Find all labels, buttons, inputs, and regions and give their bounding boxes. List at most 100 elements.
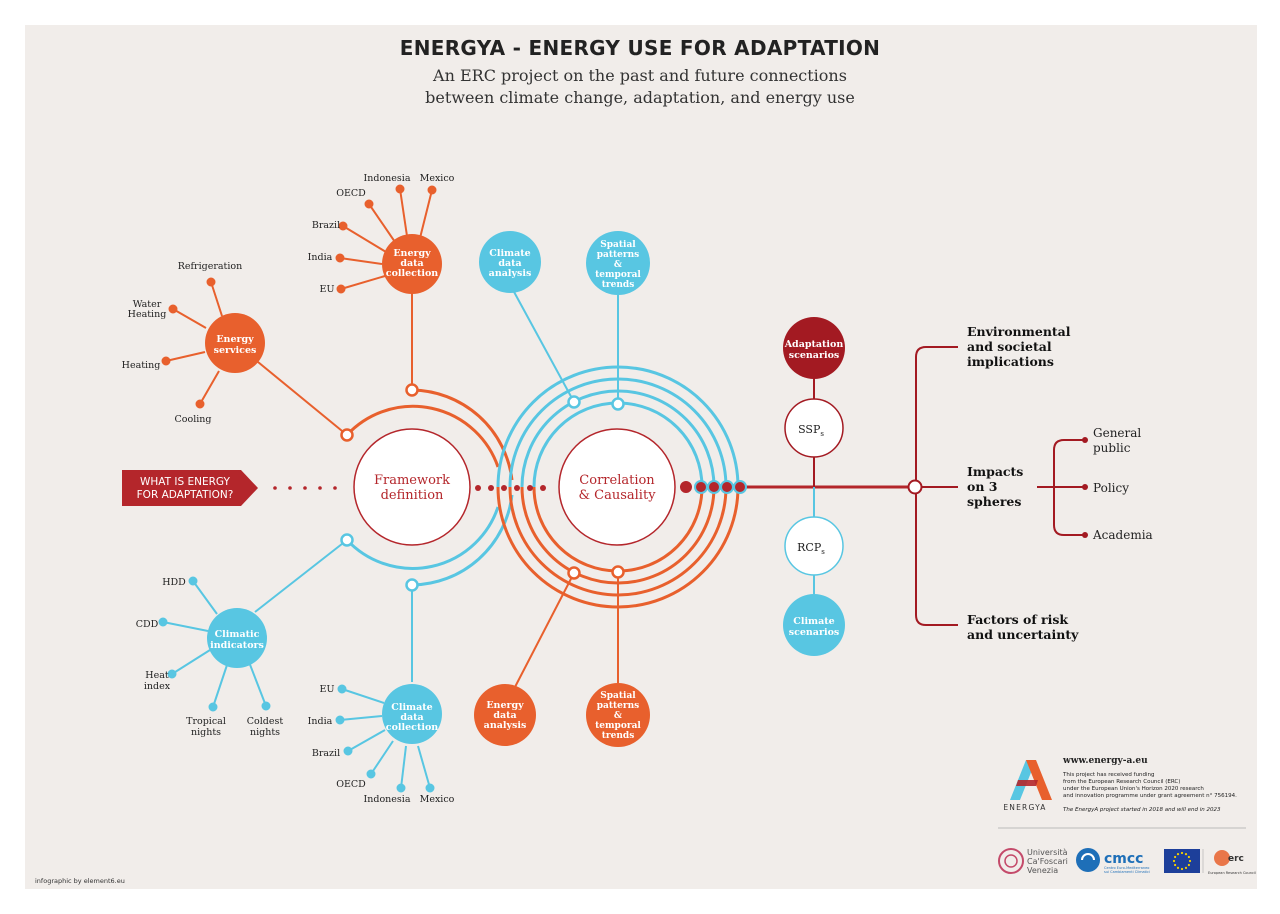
energy-data-analysis-node: Energy data analysis (474, 684, 536, 746)
framework-line-1: Framework (374, 473, 450, 488)
energy-data-spokes (335, 184, 437, 294)
svg-text:analysis: analysis (489, 268, 532, 279)
climate-data-collection-node: Climate data collection (382, 684, 442, 744)
svg-text:on 3: on 3 (967, 479, 997, 494)
country-label: EU (320, 284, 335, 295)
svg-text:sui Cambiamenti Climatici: sui Cambiamenti Climatici (1104, 870, 1150, 874)
svg-text:The EnergyA project started in: The EnergyA project started in 2018 and … (1063, 807, 1221, 813)
subtitle-line-1: An ERC project on the past and future co… (433, 66, 847, 85)
eu-star (1176, 866, 1180, 870)
funding-text: www.energy-a.eu This project has receive… (1062, 756, 1237, 813)
service-label: Water (133, 299, 162, 310)
indicator-label: HDD (162, 577, 186, 588)
ring-terminal-dots (680, 480, 747, 494)
climatic-indicators-items: HDD CDD Heat index Tropical nights Colde… (136, 577, 284, 738)
svg-text:analysis: analysis (484, 720, 527, 731)
outcome-factors: Factors of risk and uncertainty (967, 612, 1079, 642)
country-label: Mexico (420, 794, 455, 805)
spheres-list: General public Policy Academia (1092, 426, 1153, 542)
svg-text:collection: collection (386, 268, 439, 279)
indicator-label: Coldest (247, 716, 284, 727)
svg-text:Ca'Foscari: Ca'Foscari (1027, 857, 1068, 866)
svg-text:Climate: Climate (793, 616, 834, 627)
country-label: OECD (336, 188, 366, 199)
svg-text:Energy: Energy (393, 248, 431, 259)
outcome-environmental: Environmental and societal implications (967, 324, 1071, 369)
eu-star (1187, 863, 1190, 867)
svg-text:Environmental: Environmental (967, 324, 1071, 339)
infographic-credit: infographic by element6.eu (35, 877, 125, 885)
svg-text:Energy: Energy (486, 700, 524, 711)
correlation-line-1: Correlation (579, 473, 655, 488)
eu-star (1174, 855, 1177, 859)
svg-text:indicators: indicators (210, 640, 264, 651)
erc-logo: erc European Research Council (1208, 850, 1256, 875)
svg-text:patterns: patterns (597, 250, 640, 260)
svg-text:Centro Euro-Mediterraneo: Centro Euro-Mediterraneo (1104, 866, 1149, 870)
svg-text:patterns: patterns (597, 701, 640, 711)
eu-star (1184, 853, 1188, 856)
eu-star (1174, 863, 1177, 867)
outcomes-bracket (915, 346, 1085, 626)
adaptation-scenarios-node: Adaptation scenarios (783, 317, 845, 379)
climate-scenarios-node: Climate scenarios (783, 594, 845, 656)
service-label: Heating (122, 360, 161, 371)
svg-text:Climate: Climate (391, 702, 432, 713)
sphere-policy: Policy (1093, 481, 1129, 495)
country-label: Indonesia (364, 794, 411, 805)
svg-text:data: data (400, 258, 423, 269)
svg-text:scenarios: scenarios (789, 627, 840, 638)
eu-star (1184, 866, 1188, 870)
climatic-indicators-node: Climatic indicators (207, 608, 267, 668)
eu-star (1180, 867, 1184, 871)
svg-text:temporal: temporal (595, 721, 641, 731)
energy-data-collection-node: Energy data collection (382, 234, 442, 294)
service-label: Refrigeration (178, 261, 242, 272)
svg-text:collection: collection (386, 722, 439, 733)
page-title: ENERGYA - ENERGY USE FOR ADAPTATION (399, 36, 881, 60)
svg-text:&: & (614, 260, 622, 270)
country-label: India (308, 252, 333, 263)
ring-connectors (340, 383, 625, 592)
country-label: Brazil (312, 220, 340, 231)
svg-text:erc: erc (1228, 854, 1244, 864)
framework-definition-node: Framework definition (353, 428, 471, 546)
svg-text:WHAT IS ENERGY: WHAT IS ENERGY (140, 476, 231, 488)
dotted-guide-middle (475, 485, 546, 491)
rcp-node: RCPs (784, 516, 844, 576)
svg-text:European Research Council: European Research Council (1208, 871, 1256, 875)
country-label: EU (320, 684, 335, 695)
svg-text:cmcc: cmcc (1104, 851, 1143, 867)
indicator-label: Tropical (186, 716, 226, 727)
sphere-general-public: General (1093, 426, 1141, 440)
eu-star (1176, 853, 1180, 856)
dotted-guide-left (273, 486, 337, 490)
website-url: www.energy-a.eu (1062, 756, 1148, 766)
question-banner: WHAT IS ENERGY FOR ADAPTATION? (122, 470, 258, 506)
country-label: OECD (336, 779, 366, 790)
subtitle-line-2: between climate change, adaptation, and … (425, 88, 855, 107)
service-label: Cooling (175, 414, 212, 425)
svg-text:&: & (614, 711, 622, 721)
correlation-causality-node: Correlation & Causality (558, 428, 676, 546)
indicator-label: nights (191, 727, 221, 738)
framework-line-2: definition (381, 488, 444, 503)
energy-services-items: Refrigeration Water Heating Heating Cool… (122, 261, 243, 425)
climate-data-countries: EU India Brazil OECD Indonesia Mexico (308, 684, 455, 805)
cmcc-logo: cmcc Centro Euro-Mediterraneo sui Cambia… (1076, 848, 1150, 874)
indicator-label: index (144, 681, 171, 692)
energy-data-countries: Indonesia Mexico OECD Brazil India EU (308, 173, 455, 295)
svg-text:This project has received fund: This project has received funding (1062, 772, 1155, 778)
eu-star (1187, 855, 1190, 859)
svg-text:FOR ADAPTATION?: FOR ADAPTATION? (137, 489, 234, 501)
svg-text:Università: Università (1027, 848, 1068, 857)
country-label: Indonesia (364, 173, 411, 184)
svg-text:Spatial: Spatial (600, 240, 636, 250)
country-label: Brazil (312, 748, 340, 759)
indicator-label: nights (250, 727, 280, 738)
eu-star (1172, 859, 1176, 863)
energy-services-spokes (161, 277, 223, 409)
country-label: Mexico (420, 173, 455, 184)
svg-text:data: data (400, 712, 423, 723)
svg-text:ENERGYA: ENERGYA (1003, 803, 1046, 812)
